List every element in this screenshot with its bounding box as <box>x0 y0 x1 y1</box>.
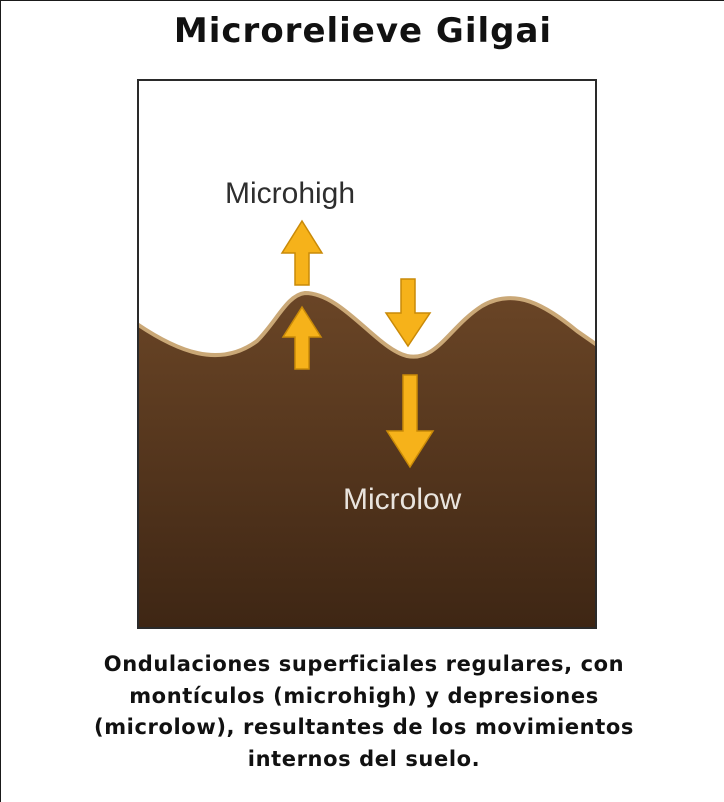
up-arrow-below-icon <box>281 305 323 370</box>
microlow-label: Microlow <box>343 483 462 516</box>
down-arrow-below-icon <box>385 374 435 469</box>
down-arrow-above-icon <box>384 278 432 348</box>
caption-text: Ondulaciones superficiales regulares, co… <box>94 652 634 771</box>
soil-surface-line <box>137 290 597 359</box>
diagram-frame <box>137 79 597 629</box>
page-title: Microrelieve Gilgai <box>173 11 553 51</box>
up-arrow-above-icon <box>280 219 324 286</box>
gilgai-diagram: Microhigh Microlow <box>137 79 597 629</box>
microhigh-label: Microhigh <box>225 177 355 210</box>
soil-body <box>137 293 597 629</box>
